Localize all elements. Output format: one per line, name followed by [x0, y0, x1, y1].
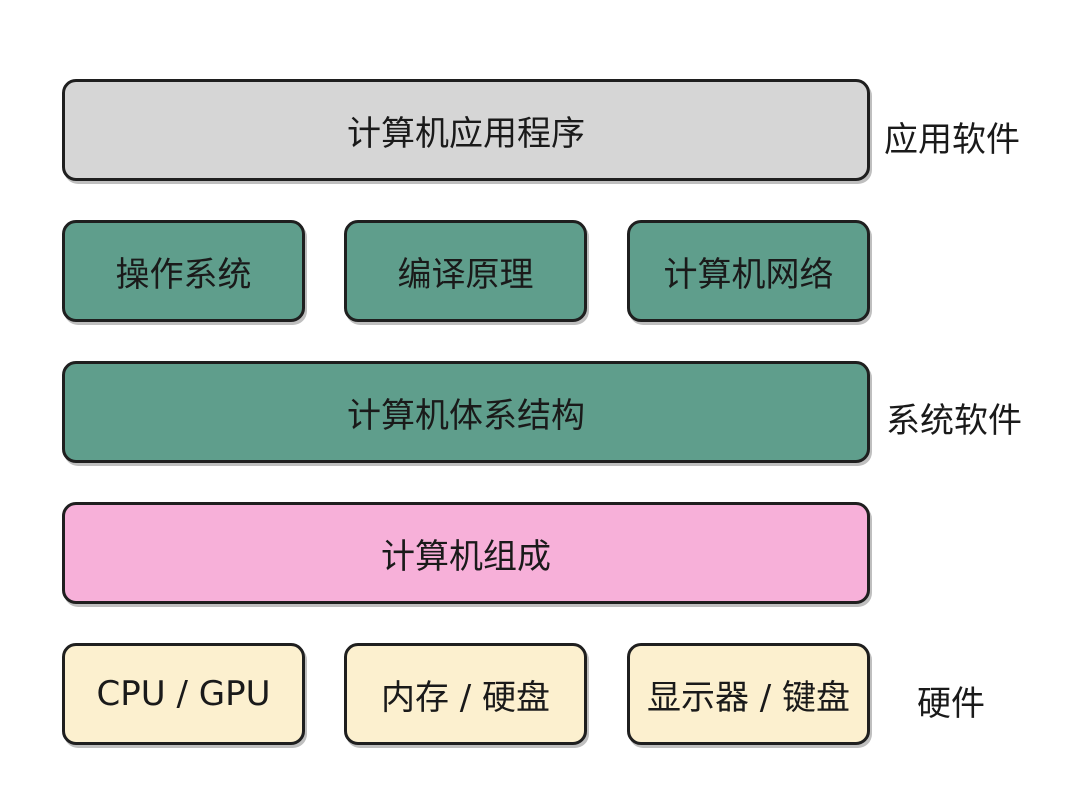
memory-disk-label: 内存 / 硬盘: [380, 677, 551, 718]
system-software-category-label: 系统软件: [886, 401, 1022, 441]
computer-networks-label: 计算机网络: [663, 254, 834, 295]
application-layer-label: 计算机应用程序: [347, 113, 585, 154]
hardware-category-label: 硬件: [917, 684, 985, 724]
computer-architecture-box: 计算机体系结构: [62, 361, 870, 463]
application-layer-box: 计算机应用程序: [62, 79, 870, 181]
compiler-principles-label: 编译原理: [397, 254, 534, 295]
operating-system-label: 操作系统: [115, 254, 252, 295]
computer-networks-box: 计算机网络: [627, 220, 870, 322]
application-software-category-label: 应用软件: [884, 120, 1020, 160]
computer-organization-box: 计算机组成: [62, 502, 870, 604]
display-keyboard-label: 显示器 / 键盘: [646, 677, 851, 718]
computer-architecture-label: 计算机体系结构: [347, 395, 585, 436]
compiler-principles-box: 编译原理: [344, 220, 587, 322]
cpu-gpu-label: CPU / GPU: [96, 674, 271, 714]
computer-organization-label: 计算机组成: [381, 536, 551, 577]
memory-disk-box: 内存 / 硬盘: [344, 643, 587, 745]
operating-system-box: 操作系统: [62, 220, 305, 322]
display-keyboard-box: 显示器 / 键盘: [627, 643, 870, 745]
cpu-gpu-box: CPU / GPU: [62, 643, 305, 745]
